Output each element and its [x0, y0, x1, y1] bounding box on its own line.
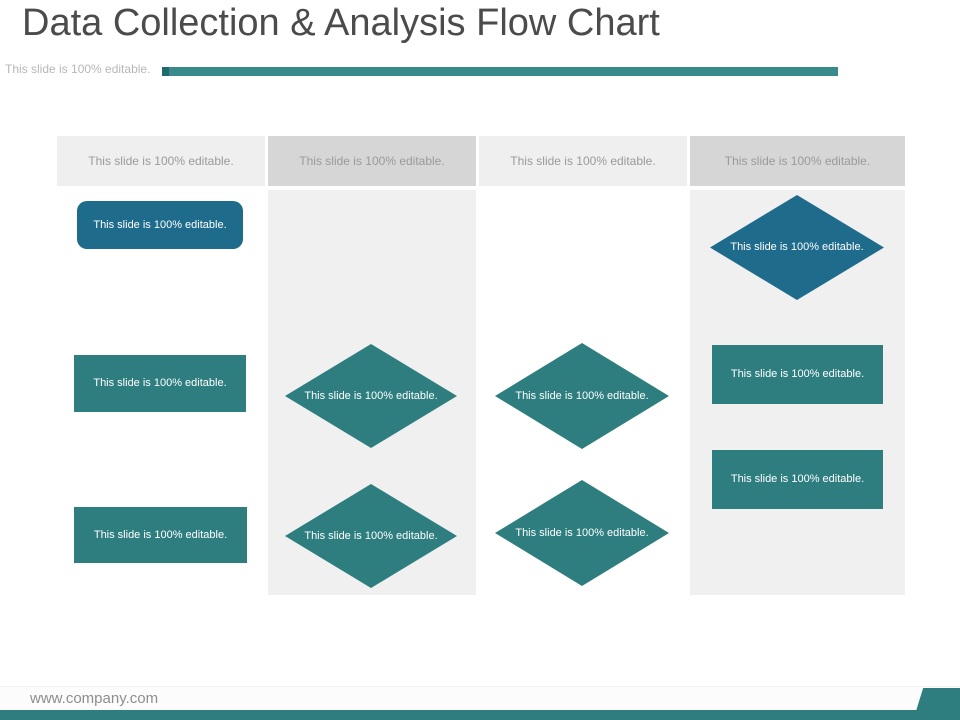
- flow-node-process-4-label: This slide is 100% editable.: [730, 473, 865, 485]
- bottom-accent-bar: [0, 710, 960, 720]
- slide-title: Data Collection & Analysis Flow Chart: [22, 2, 660, 44]
- flow-node-decision-3-label: This slide is 100% editable.: [515, 389, 649, 402]
- flow-node-decision-1-label: This slide is 100% editable.: [304, 389, 438, 402]
- flow-node-decision-2-label: This slide is 100% editable.: [304, 529, 438, 542]
- flow-node-process-1[interactable]: This slide is 100% editable.: [74, 355, 246, 412]
- flow-node-decision-3[interactable]: This slide is 100% editable.: [495, 343, 669, 449]
- flow-node-start-label: This slide is 100% editable.: [93, 218, 227, 231]
- flow-node-process-2[interactable]: This slide is 100% editable.: [74, 507, 247, 563]
- flow-node-process-2-label: This slide is 100% editable.: [93, 528, 228, 541]
- column-header-4: This slide is 100% editable.: [690, 136, 905, 186]
- flow-node-start[interactable]: This slide is 100% editable.: [77, 201, 243, 249]
- title-underline-bar: [162, 67, 838, 76]
- editable-note: This slide is 100% editable.: [5, 62, 151, 76]
- flow-node-process-4[interactable]: This slide is 100% editable.: [712, 450, 883, 509]
- column-header-3: This slide is 100% editable.: [479, 136, 687, 186]
- footer: www.company.com: [0, 686, 960, 711]
- footer-url: www.company.com: [30, 690, 159, 707]
- column-header-1: This slide is 100% editable.: [57, 136, 265, 186]
- column-header-2: This slide is 100% editable.: [268, 136, 476, 186]
- flow-node-decision-5-label: This slide is 100% editable.: [730, 241, 864, 253]
- flow-node-process-3-label: This slide is 100% editable.: [730, 368, 865, 380]
- flow-node-decision-4-label: This slide is 100% editable.: [515, 526, 649, 539]
- flow-node-process-1-label: This slide is 100% editable.: [93, 377, 227, 389]
- flow-node-decision-4[interactable]: This slide is 100% editable.: [495, 480, 669, 586]
- flow-node-process-3[interactable]: This slide is 100% editable.: [712, 345, 883, 404]
